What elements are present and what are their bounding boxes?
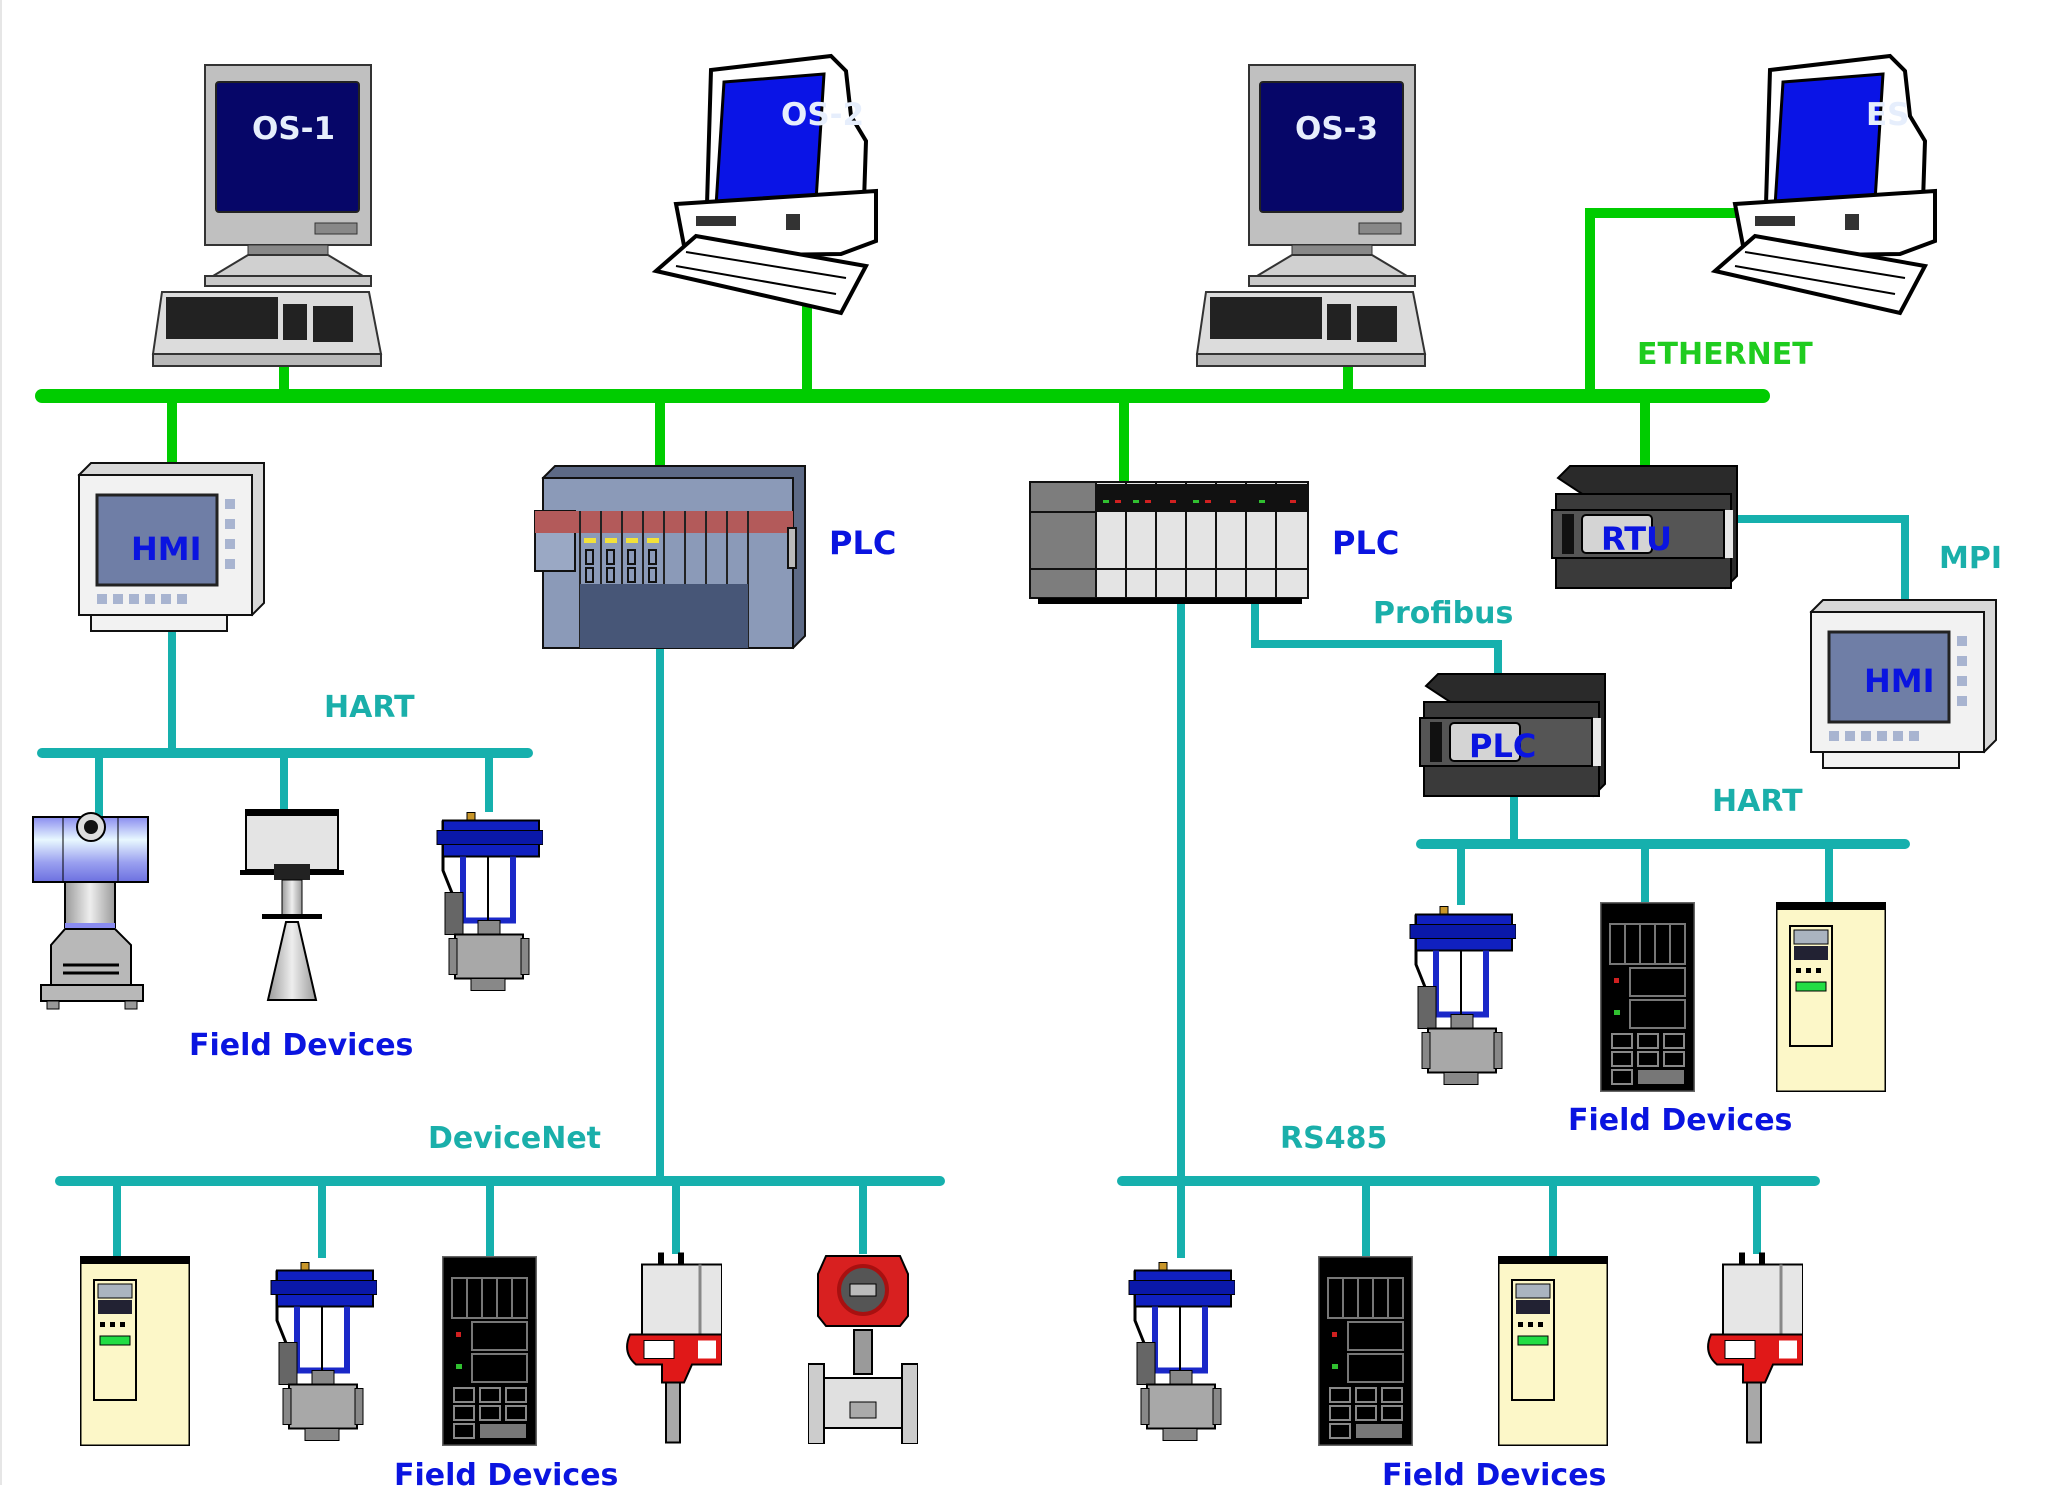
field-devices-label-rs485: Field Devices <box>1382 1458 1607 1493</box>
controller-panel-icon[interactable] <box>1600 902 1695 1092</box>
valve-actuator-icon[interactable] <box>1706 1250 1803 1445</box>
os1-label: OS-1 <box>252 111 336 147</box>
profibus-label: Profibus <box>1373 596 1514 631</box>
mpi-label: MPI <box>1939 541 2003 576</box>
vfd-drive-icon[interactable] <box>80 1256 190 1446</box>
rtu-unit[interactable] <box>1551 465 1738 590</box>
control-valve-icon[interactable] <box>437 813 543 991</box>
hmi-right-label: HMI <box>1864 662 1935 700</box>
plc-compact[interactable] <box>1419 673 1606 798</box>
hmi-left-label: HMI <box>131 530 202 568</box>
hmi-panel-right[interactable] <box>1809 599 1997 769</box>
pressure-transmitter-icon[interactable] <box>32 812 149 1010</box>
fieldbus-networks <box>37 515 1910 1258</box>
plc-modular[interactable] <box>1029 481 1309 604</box>
controller-panel-icon[interactable] <box>442 1256 537 1446</box>
field-devices-label-devicenet: Field Devices <box>394 1458 619 1493</box>
valve-actuator-icon[interactable] <box>625 1250 722 1445</box>
plc-rack-label: PLC <box>829 524 897 562</box>
vfd-drive-icon[interactable] <box>1776 902 1886 1092</box>
workstation-os3[interactable] <box>1195 64 1427 367</box>
field-devices-hart-left <box>32 809 543 1010</box>
hart-left-label: HART <box>324 690 415 725</box>
workstation-os2[interactable] <box>651 53 878 316</box>
devicenet-label: DeviceNet <box>428 1121 602 1156</box>
rs485-label: RS485 <box>1280 1121 1388 1156</box>
field-devices-label-hart-left: Field Devices <box>189 1028 414 1063</box>
hart-right-label: HART <box>1712 784 1803 819</box>
vfd-drive-icon[interactable] <box>1498 1256 1608 1446</box>
control-valve-icon[interactable] <box>1129 1263 1235 1441</box>
hmi-panel-left[interactable] <box>77 462 265 632</box>
radar-level-sensor-icon[interactable] <box>240 809 344 1001</box>
os3-label: OS-3 <box>1295 111 1379 147</box>
profibus-link <box>1251 602 1502 680</box>
control-valve-icon[interactable] <box>271 1263 377 1441</box>
ethernet-label: ETHERNET <box>1637 337 1813 372</box>
rtu-label: RTU <box>1601 520 1673 558</box>
os2-label: OS-2 <box>781 97 865 133</box>
plc-modular-label: PLC <box>1332 524 1400 562</box>
flow-meter-icon[interactable] <box>808 1254 918 1444</box>
workstation-os1[interactable] <box>151 64 383 367</box>
control-valve-icon[interactable] <box>1410 907 1516 1085</box>
field-devices-rs485 <box>1129 1250 1803 1446</box>
workstation-es[interactable] <box>1710 53 1937 316</box>
mpi-link <box>1738 515 1909 600</box>
plc-compact-label: PLC <box>1469 727 1537 765</box>
controller-panel-icon[interactable] <box>1318 1256 1413 1446</box>
field-devices-label-hart-right: Field Devices <box>1568 1103 1793 1138</box>
field-devices-hart-right <box>1410 902 1886 1092</box>
field-devices-devicenet <box>80 1250 918 1446</box>
plc-rack[interactable] <box>534 465 806 650</box>
es-label: ES <box>1866 97 1910 133</box>
